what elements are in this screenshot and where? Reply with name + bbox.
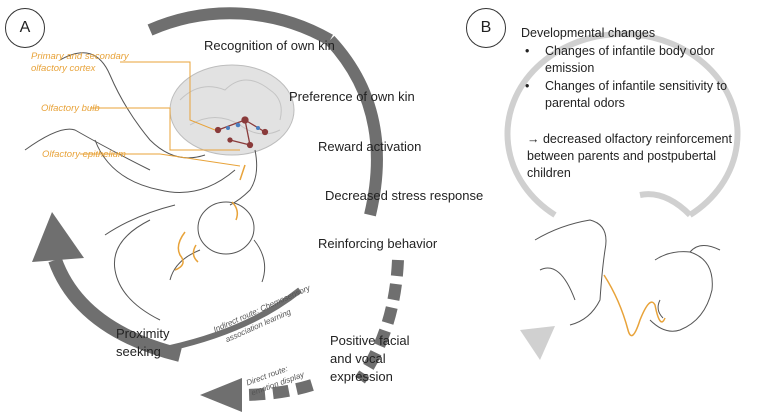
mother-infant-illustration [24, 52, 266, 321]
b-arrowhead [520, 326, 555, 360]
anatomy-leaders [80, 61, 241, 167]
cycle-arc-dashed [355, 259, 404, 384]
b-conclusion-line1: → decreased olfactory reinforcement [527, 132, 732, 146]
cycle-arrow-a [32, 7, 404, 412]
brain-illustration [169, 64, 295, 156]
parent-child-illustration [534, 219, 721, 332]
label-olfactory-bulb: Olfactory bulb [41, 103, 100, 114]
b-bullet2-line1: Changes of infantile sensitivity to [545, 79, 728, 93]
cycle-arc-right [325, 35, 383, 217]
bottom-arrowhead [200, 378, 242, 412]
neural-network-icon [214, 116, 269, 149]
step-proximity-line2: seeking [116, 344, 161, 359]
inner-arc [169, 287, 302, 351]
b-bullet1-line1: Changes of infantile body odor [545, 44, 715, 58]
cycle-arc-bottom [239, 379, 314, 401]
b-arc [504, 31, 741, 218]
odor-lines-b [603, 274, 666, 337]
cycle-arrow-b [504, 31, 741, 360]
panel-b-label: B [466, 8, 506, 48]
step-positive-line3: expression [330, 369, 393, 384]
b-bullet2-line2: parental odors [545, 96, 625, 110]
label-cortex-line2: olfactory cortex [31, 63, 96, 74]
step-stress: Decreased stress response [325, 188, 484, 203]
label-olfactory-epithelium: Olfactory epithelium [42, 149, 126, 160]
b-bullet2-dot: • [525, 79, 530, 93]
b-heading: Developmental changes [521, 26, 656, 40]
step-recognition: Recognition of own kin [204, 38, 335, 53]
b-conclusion-line3: children [527, 166, 571, 180]
step-reinforcing: Reinforcing behavior [318, 236, 438, 251]
b-bullet1-line2: emission [545, 61, 595, 75]
cycle-arc-top [147, 7, 333, 46]
step-reward: Reward activation [318, 139, 422, 154]
step-positive-line1: Positive facial [330, 333, 410, 348]
odor-lines-a [174, 164, 246, 271]
b-bullet1-dot: • [525, 44, 530, 58]
panel-a-label: A [5, 8, 45, 48]
step-preference: Preference of own kin [289, 89, 415, 104]
step-positive-line2: and vocal [330, 351, 386, 366]
left-arrowhead [32, 212, 84, 262]
label-cortex-line1: Primary and secondary [31, 51, 129, 62]
b-conclusion-line2: between parents and postpubertal [527, 149, 717, 163]
step-proximity-line1: Proximity [116, 326, 170, 341]
cycle-arc-left [48, 257, 182, 362]
